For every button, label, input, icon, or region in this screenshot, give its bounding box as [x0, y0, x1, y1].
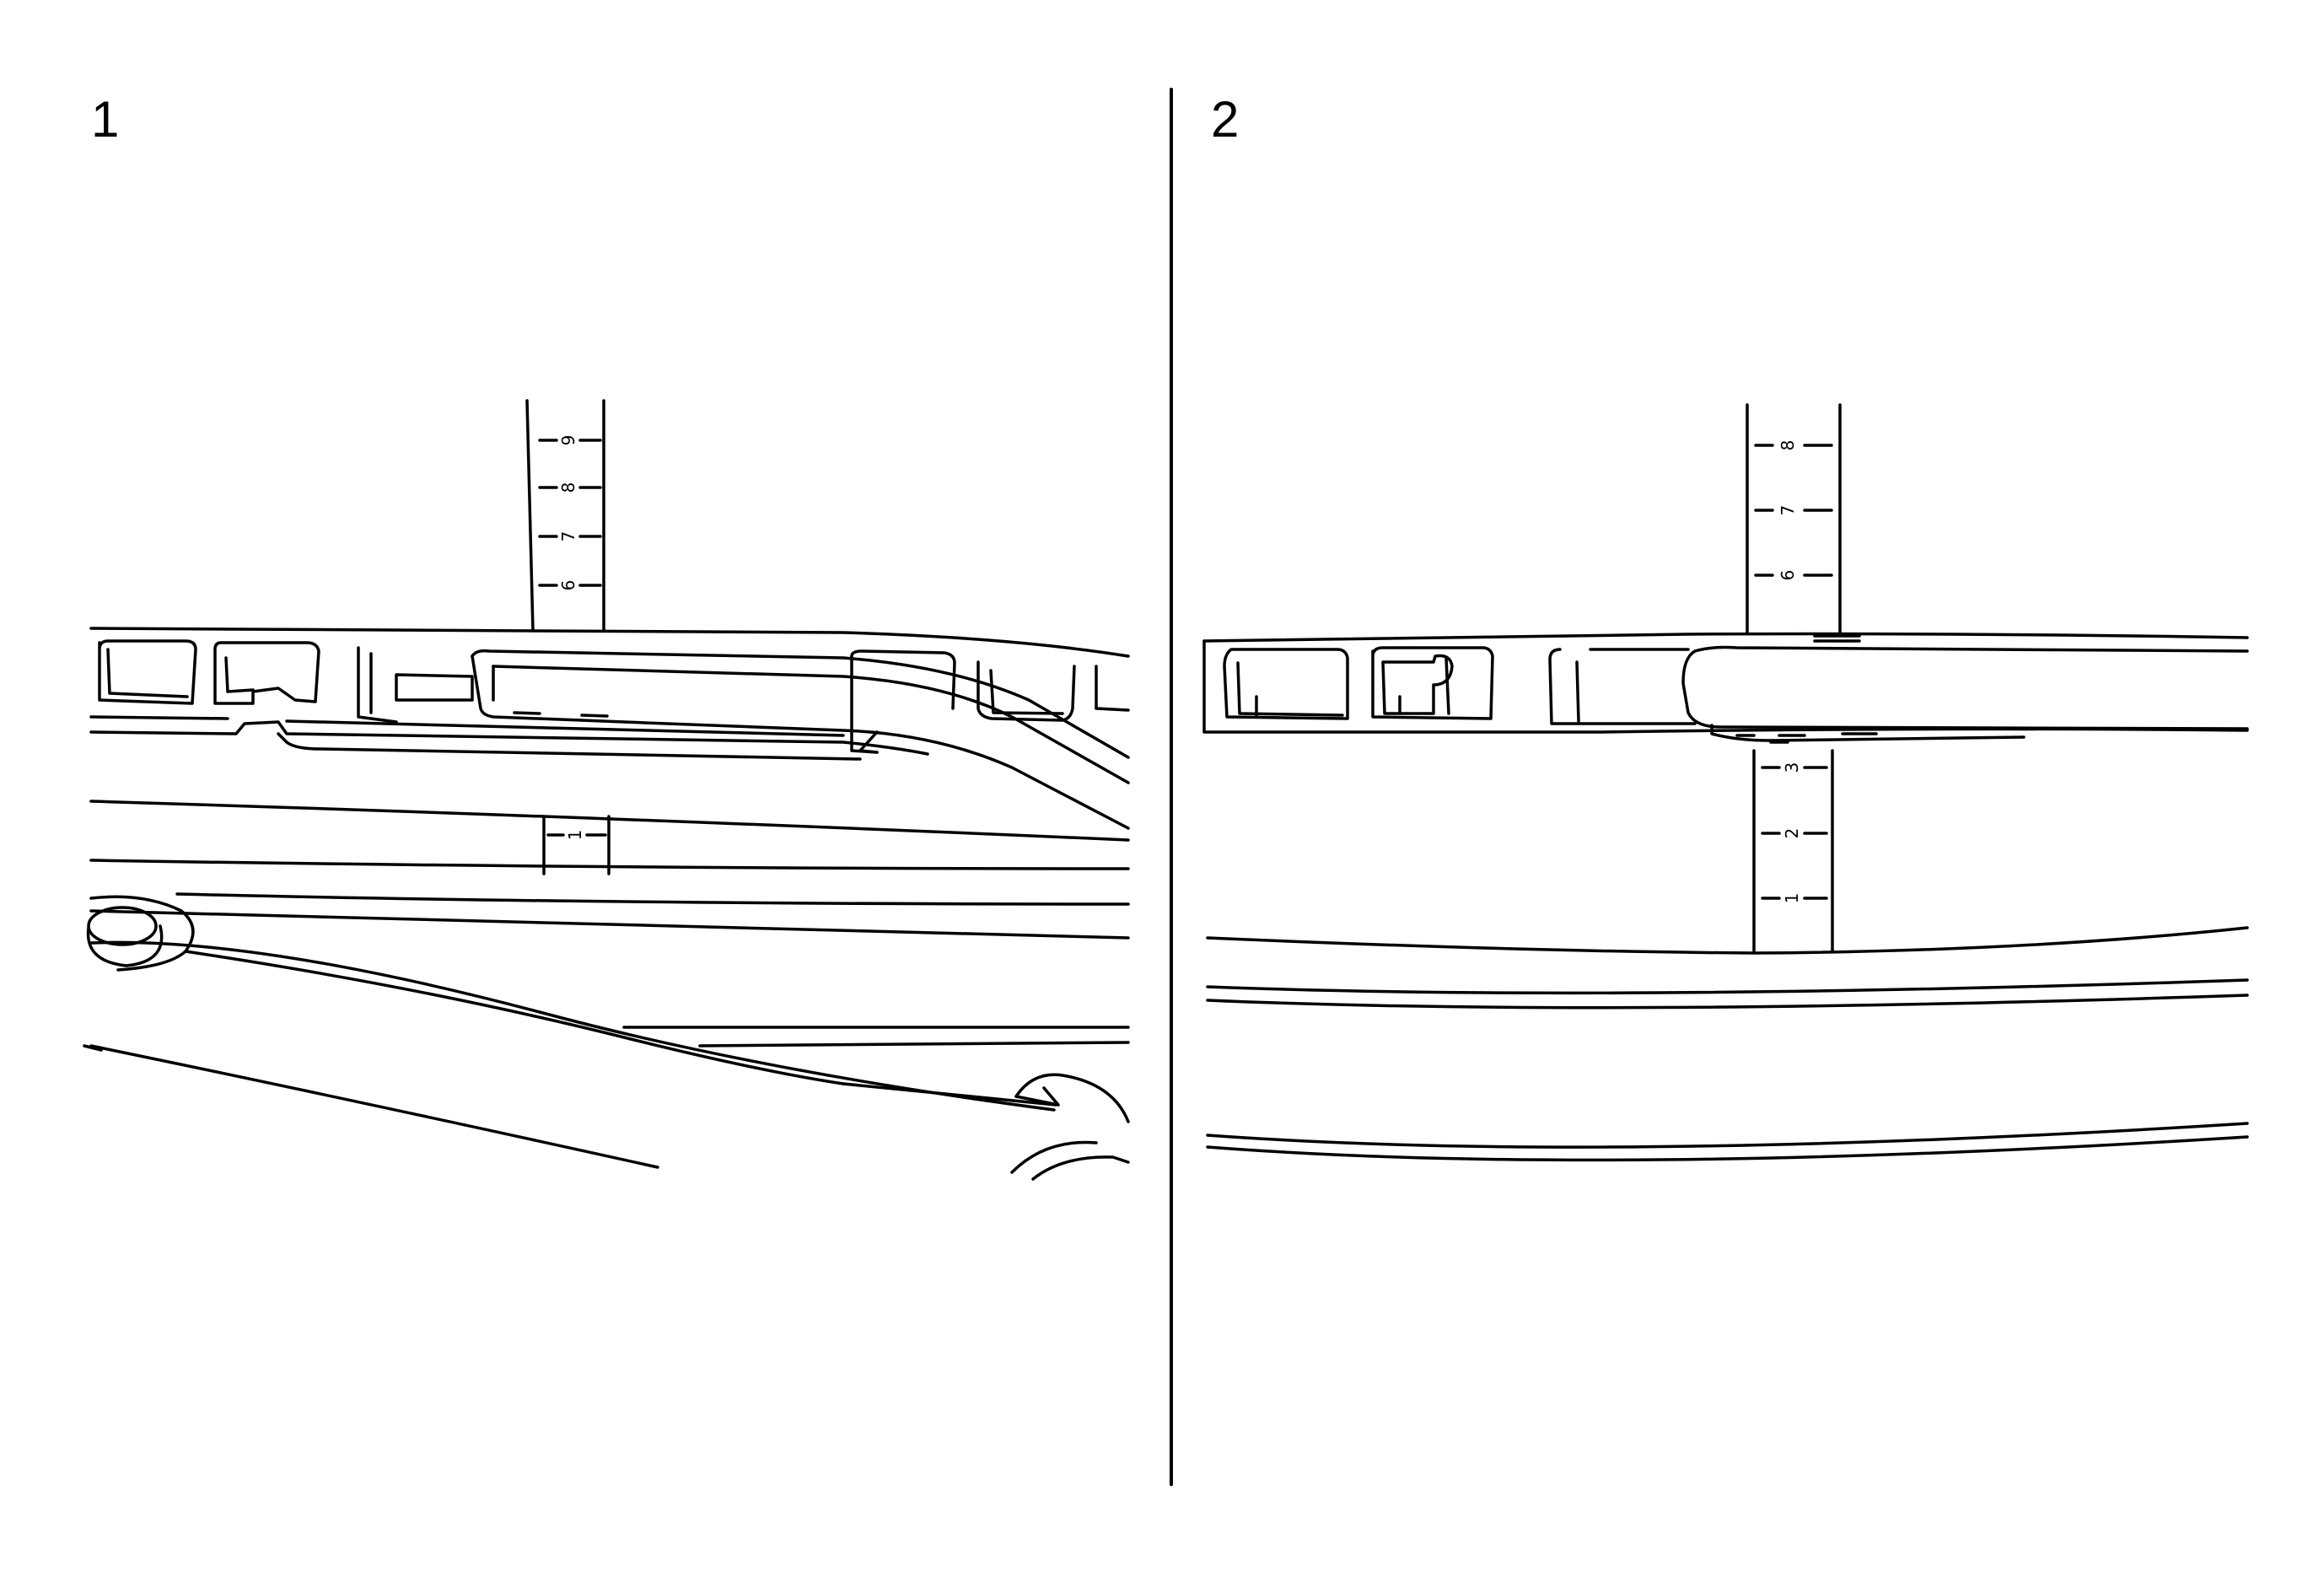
ruler-2-tick-3: 3 — [1782, 762, 1802, 773]
hood-edge-panel-1 — [89, 800, 1130, 940]
ruler-1-tick-7: 7 — [558, 531, 578, 542]
panel-1-drawing: 9 8 7 6 — [83, 399, 1130, 1181]
panel-1-label: 1 — [91, 91, 120, 148]
ruler-2-upper — [1746, 403, 1842, 634]
ruler-1-tick-6: 6 — [558, 580, 578, 591]
panel-2-drawing: 8 7 6 — [1202, 403, 2249, 1162]
ruler-1-tick-8: 8 — [558, 482, 578, 493]
ruler-2-tick-2: 2 — [1782, 828, 1802, 839]
wiper-arm-panel-1 — [471, 649, 1130, 830]
hood-edge-panel-2 — [1206, 926, 2249, 1162]
ruler-2-tick-8: 8 — [1778, 440, 1798, 451]
ruler-1-tick-1: 1 — [565, 830, 585, 841]
panel-2-label: 2 — [1211, 91, 1240, 148]
ruler-1-tick-9: 9 — [558, 435, 578, 446]
wiper-pivot-panel-1 — [83, 895, 1130, 1181]
ruler-2-tick-7: 7 — [1778, 505, 1798, 516]
ruler-2-tick-6: 6 — [1778, 570, 1798, 581]
ruler-1-lower — [542, 815, 611, 875]
ruler-2-lower — [1752, 749, 1834, 953]
wiper-arm-panel-2 — [1681, 634, 2249, 744]
ruler-2-tick-1: 1 — [1782, 893, 1802, 904]
ruler-1-upper — [525, 399, 605, 633]
cowl-panel-1 — [89, 627, 1130, 761]
